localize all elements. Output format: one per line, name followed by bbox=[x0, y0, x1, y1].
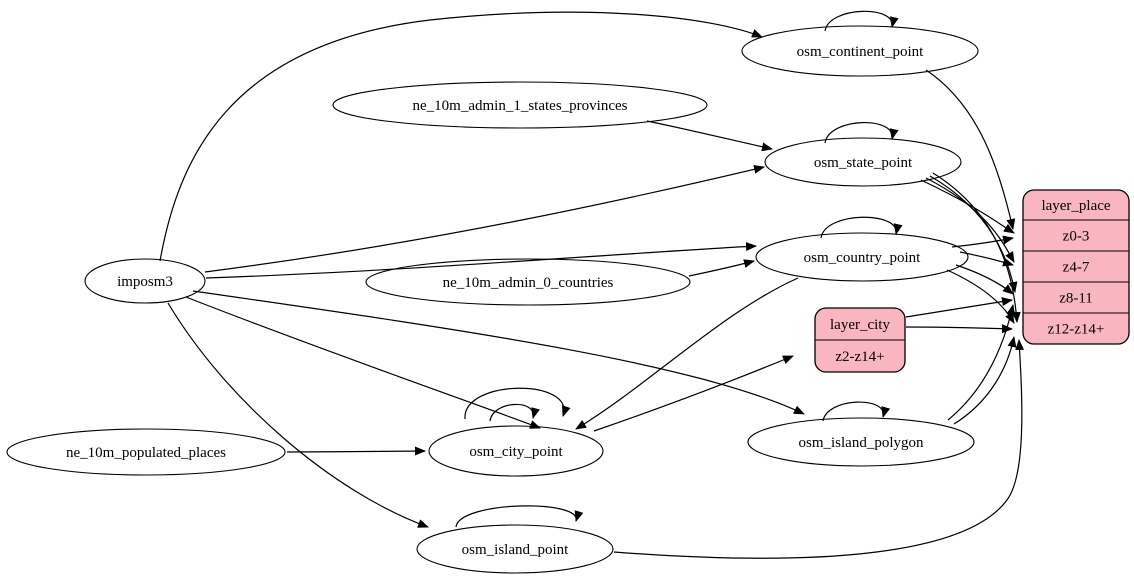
edge-osm_state_point-to-layer_place-z12-z14+ bbox=[932, 172, 1021, 323]
table-ellipse-osm_city_point bbox=[428, 425, 604, 477]
table-label-osm_country_point: osm_country_point bbox=[804, 250, 921, 266]
edge-imposm3-to-osm_continent_point bbox=[159, 11, 763, 262]
layer-node-layer_place: layer_place z0-3 z4-7 z8-11 z12-z14+ bbox=[1022, 189, 1130, 345]
table-label-osm_city_point: osm_city_point bbox=[469, 444, 563, 460]
layer-title-layer_place: layer_place bbox=[1041, 198, 1110, 214]
table-ellipse-ne_10m_populated_places bbox=[6, 428, 286, 476]
layer-row-layer_place-z12-z14+: z12-z14+ bbox=[1048, 322, 1105, 338]
edge-imposm3-to-osm_island_point bbox=[167, 302, 429, 528]
table-label-osm_island_polygon: osm_island_polygon bbox=[798, 435, 924, 451]
edge-imposm3-to-osm_island_polygon bbox=[192, 290, 805, 415]
edge-osm_state_point-to-osm_state_point-loop bbox=[824, 122, 899, 144]
table-node-ne_10m_admin_0_countries: ne_10m_admin_0_countries bbox=[365, 258, 691, 306]
table-node-osm_island_point: osm_island_point bbox=[416, 524, 614, 574]
layer-row-layer_place-z0-3: z0-3 bbox=[1063, 229, 1090, 245]
edge-ne_10m_admin_1_states_provinces-to-osm_state_point bbox=[646, 120, 773, 152]
edge-osm_country_point-to-layer_place-z8-11 bbox=[955, 264, 1014, 295]
edge-osm_country_point-to-osm_city_point bbox=[575, 277, 799, 430]
edge-osm_state_point-to-layer_place-z0-3 bbox=[920, 179, 1015, 234]
table-ellipse-osm_island_polygon bbox=[747, 417, 975, 467]
edge-ne_10m_admin_0_countries-to-osm_country_point bbox=[688, 259, 755, 277]
table-ellipse-ne_10m_admin_0_countries bbox=[365, 258, 691, 306]
layer-box-layer_place bbox=[1022, 189, 1130, 345]
table-node-osm_country_point: osm_country_point bbox=[755, 232, 969, 282]
edge-osm_city_point-to-osm_city_point-loop-outer bbox=[464, 387, 571, 420]
edge-imposm3-to-osm_country_point bbox=[205, 242, 757, 279]
edge-layer_city-to-layer_place-z12-z14+ bbox=[905, 324, 1013, 334]
edge-osm_country_point-to-osm_country_point-loop bbox=[820, 216, 903, 239]
table-ellipse-osm_continent_point bbox=[741, 25, 979, 77]
edge-osm_country_point-to-layer_place-z0-3 bbox=[951, 235, 1014, 248]
layer-node-layer_city: layer_city z2-z14+ bbox=[814, 307, 906, 373]
edge-osm_island_polygon-to-osm_island_polygon-loop bbox=[822, 401, 891, 422]
edge-osm_country_point-to-layer_place-z12-z14+ bbox=[946, 269, 1015, 324]
table-label-osm_continent_point: osm_continent_point bbox=[797, 44, 924, 60]
edge-osm_island_point-to-osm_island_point-loop bbox=[455, 505, 584, 528]
table-node-ne_10m_admin_1_states_provinces: ne_10m_admin_1_states_provinces bbox=[332, 81, 708, 129]
edge-osm_continent_point-to-layer_place-z0-3 bbox=[925, 69, 1016, 230]
table-ellipse-ne_10m_admin_1_states_provinces bbox=[332, 81, 708, 129]
table-node-osm_city_point: osm_city_point bbox=[428, 425, 604, 477]
edge-imposm3-to-osm_city_point bbox=[185, 296, 541, 429]
table-ellipse-osm_state_point bbox=[764, 137, 962, 187]
edge-osm_island_polygon-to-layer_place-z12-z14+ bbox=[953, 336, 1017, 425]
table-node-imposm3: imposm3 bbox=[84, 258, 206, 304]
table-ellipse-osm_island_point bbox=[416, 524, 614, 574]
layer-row-layer_place-z8-11: z8-11 bbox=[1059, 291, 1093, 307]
table-node-osm_continent_point: osm_continent_point bbox=[741, 25, 979, 77]
edge-osm_country_point-to-layer_place-z4-7 bbox=[959, 251, 1014, 267]
table-label-imposm3: imposm3 bbox=[117, 274, 173, 290]
layer-title-layer_city: layer_city bbox=[830, 317, 890, 333]
layer-row-layer_city-z2-z14+: z2-z14+ bbox=[835, 349, 884, 365]
table-node-osm_state_point: osm_state_point bbox=[764, 137, 962, 187]
edge-ne_10m_populated_places-to-osm_city_point bbox=[286, 446, 426, 456]
edge-osm_island_polygon-to-layer_place-z8-11 bbox=[947, 304, 1016, 421]
table-label-osm_state_point: osm_state_point bbox=[814, 155, 913, 171]
table-node-osm_island_polygon: osm_island_polygon bbox=[747, 417, 975, 467]
edge-osm_continent_point-to-osm_continent_point-loop bbox=[824, 10, 899, 32]
edge-layer_city-to-layer_place-z8-11 bbox=[905, 297, 1013, 318]
edge-osm_state_point-to-layer_place-z4-7 bbox=[925, 177, 1015, 263]
edge-osm_city_point-to-osm_city_point-loop-inner bbox=[489, 403, 540, 422]
layer-row-layer_place-z4-7: z4-7 bbox=[1063, 260, 1090, 276]
table-ellipse-imposm3 bbox=[84, 258, 206, 304]
table-label-ne_10m_admin_0_countries: ne_10m_admin_0_countries bbox=[443, 275, 614, 291]
edge-imposm3-to-osm_state_point bbox=[204, 164, 765, 273]
edge-osm_city_point-to-layer_city-z2-z14+ bbox=[593, 355, 794, 432]
table-node-ne_10m_populated_places: ne_10m_populated_places bbox=[6, 428, 286, 476]
table-label-ne_10m_admin_1_states_provinces: ne_10m_admin_1_states_provinces bbox=[413, 98, 628, 114]
edge-osm_island_point-to-layer_place-z12-z14+ bbox=[613, 339, 1025, 559]
table-label-ne_10m_populated_places: ne_10m_populated_places bbox=[66, 445, 226, 461]
table-ellipse-osm_country_point bbox=[755, 232, 969, 282]
table-label-osm_island_point: osm_island_point bbox=[462, 542, 570, 558]
